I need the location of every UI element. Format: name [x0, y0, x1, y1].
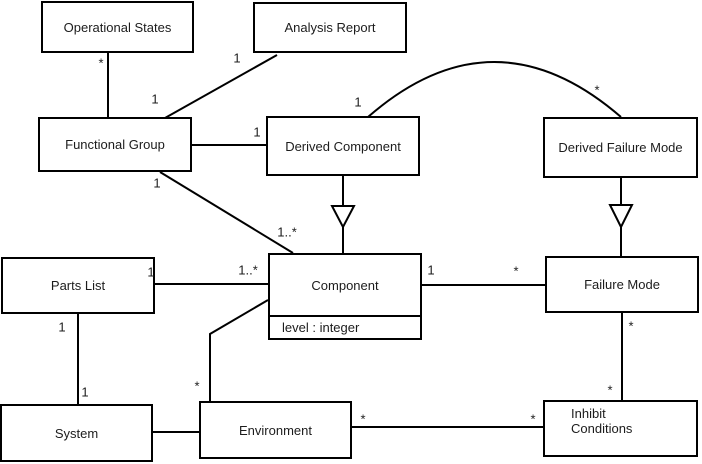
multiplicity-label: 1 — [354, 94, 362, 110]
class-name: Analysis Report — [284, 20, 376, 35]
class-name: System — [54, 425, 99, 441]
class-name-compartment: Component — [270, 255, 420, 317]
multiplicity-label: * — [513, 263, 519, 279]
class-analysis-report[interactable]: Analysis Report — [253, 2, 407, 53]
multiplicity-label: * — [607, 382, 613, 398]
multiplicity-label: * — [194, 378, 200, 394]
multiplicity-label: * — [530, 411, 536, 427]
class-inhibit-conditions[interactable]: Inhibit Conditions — [543, 400, 698, 457]
multiplicity-label: * — [360, 411, 366, 427]
multiplicity-label: * — [594, 82, 600, 98]
class-name: Parts List — [50, 278, 106, 293]
class-operational-states[interactable]: Operational States — [41, 1, 194, 53]
multiplicity-label: 1 — [233, 50, 241, 66]
class-failure-mode[interactable]: Failure Mode — [545, 256, 699, 313]
edge-functionalgroup-analysisreport — [164, 54, 278, 119]
multiplicity-label: 1 — [153, 175, 161, 191]
class-derived-failure-mode[interactable]: Derived Failure Mode — [543, 117, 698, 178]
class-environment[interactable]: Environment — [199, 401, 352, 459]
class-name: Environment — [239, 422, 312, 438]
class-parts-list[interactable]: Parts List — [1, 257, 155, 314]
multiplicity-label: 1 — [81, 384, 89, 400]
multiplicity-label: * — [628, 318, 634, 334]
multiplicity-label: 1 — [147, 264, 155, 280]
class-attribute: level : integer — [282, 320, 360, 335]
edge-derivedcomponent-derivedfailuremode-arc — [367, 61, 622, 118]
generalization-triangle-icon — [330, 205, 356, 230]
class-component[interactable]: Component level : integer — [268, 253, 422, 340]
multiplicity-label: 1 — [58, 319, 66, 335]
class-name: Component — [311, 277, 379, 293]
class-name: Operational States — [63, 19, 172, 35]
class-system[interactable]: System — [0, 404, 153, 462]
edge-component-environment — [209, 299, 269, 401]
multiplicity-label: * — [98, 55, 104, 71]
edge-functionalgroup-component — [159, 171, 294, 254]
generalization-triangle-icon — [608, 204, 634, 230]
multiplicity-label: 1..* — [277, 224, 297, 240]
multiplicity-label: 1..* — [238, 262, 258, 278]
multiplicity-label: 1 — [151, 91, 159, 107]
class-derived-component[interactable]: Derived Component — [266, 116, 420, 176]
class-attribute-compartment: level : integer — [270, 317, 420, 338]
class-name: Derived Failure Mode — [558, 140, 683, 155]
class-name: Inhibit Conditions — [571, 406, 633, 436]
class-functional-group[interactable]: Functional Group — [38, 117, 192, 172]
multiplicity-label: 1 — [253, 124, 261, 140]
class-name: Functional Group — [65, 137, 165, 152]
multiplicity-label: 1 — [427, 262, 435, 278]
class-name: Derived Component — [285, 138, 401, 154]
class-name: Failure Mode — [584, 277, 660, 292]
